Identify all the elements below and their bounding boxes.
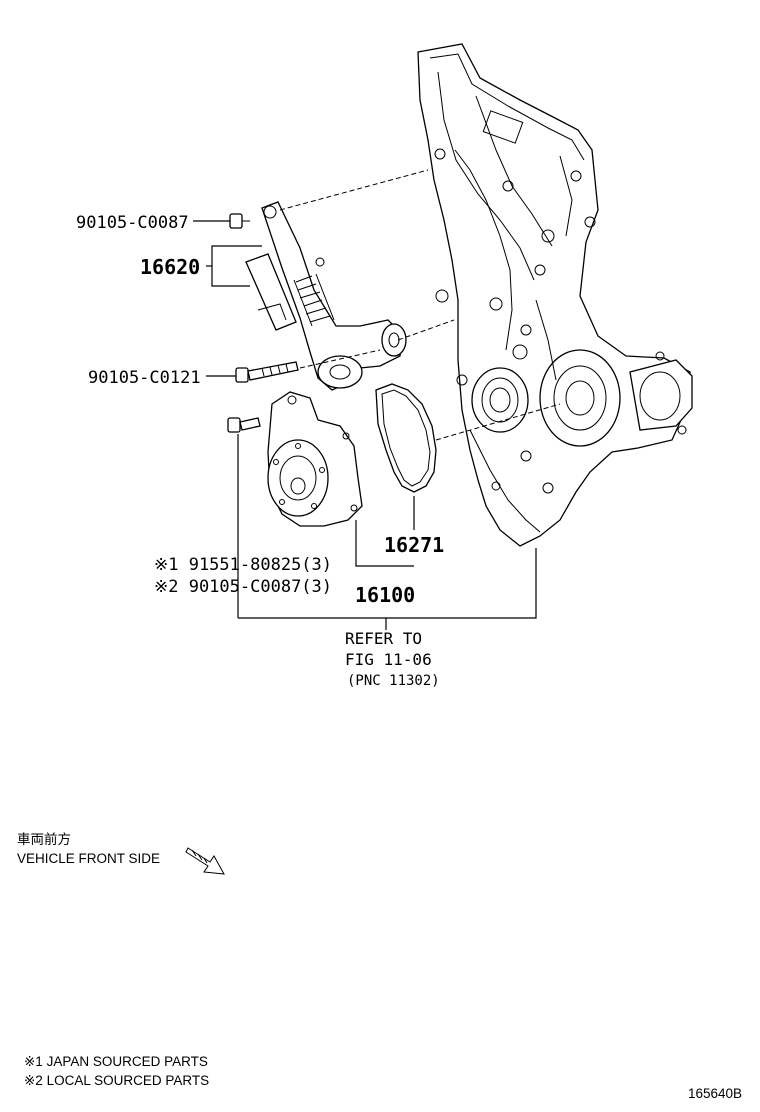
figure-id: 165640B (688, 1086, 742, 1101)
tensioner-spring-drawing (293, 273, 335, 327)
leader-lines (193, 220, 537, 630)
label-bolt-note2: ※2 90105-C0087(3) (154, 577, 332, 597)
label-bolt-mid: 90105-C0121 (88, 368, 201, 388)
bolt-mid-drawing (235, 361, 299, 383)
legend-item-2: ※2 LOCAL SOURCED PARTS (24, 1073, 209, 1088)
arrow-down-right-icon (185, 847, 225, 875)
bolt-pump-drawing (227, 417, 261, 433)
gasket-drawing (375, 383, 437, 493)
label-pump: 16100 (355, 583, 415, 607)
refer-line-1: REFER TO (345, 629, 422, 648)
label-bolt-top: 90105-C0087 (76, 213, 189, 233)
timing-chain-cover-drawing (417, 43, 693, 547)
refer-line-3: (PNC 11302) (347, 673, 440, 689)
bolt-top-drawing (229, 213, 250, 229)
direction-jp: 車両前方 (17, 831, 71, 847)
assembly-guide-lines (279, 169, 561, 441)
refer-line-2: FIG 11-06 (345, 650, 432, 669)
direction-en: VEHICLE FRONT SIDE (17, 851, 160, 866)
tensioner-drawing (245, 201, 407, 391)
label-gasket: 16271 (384, 533, 444, 557)
label-bolt-note1: ※1 91551-80825(3) (154, 555, 332, 575)
water-pump-drawing (267, 391, 363, 527)
legend-item-1: ※1 JAPAN SOURCED PARTS (24, 1054, 208, 1069)
label-tensioner: 16620 (140, 255, 200, 279)
